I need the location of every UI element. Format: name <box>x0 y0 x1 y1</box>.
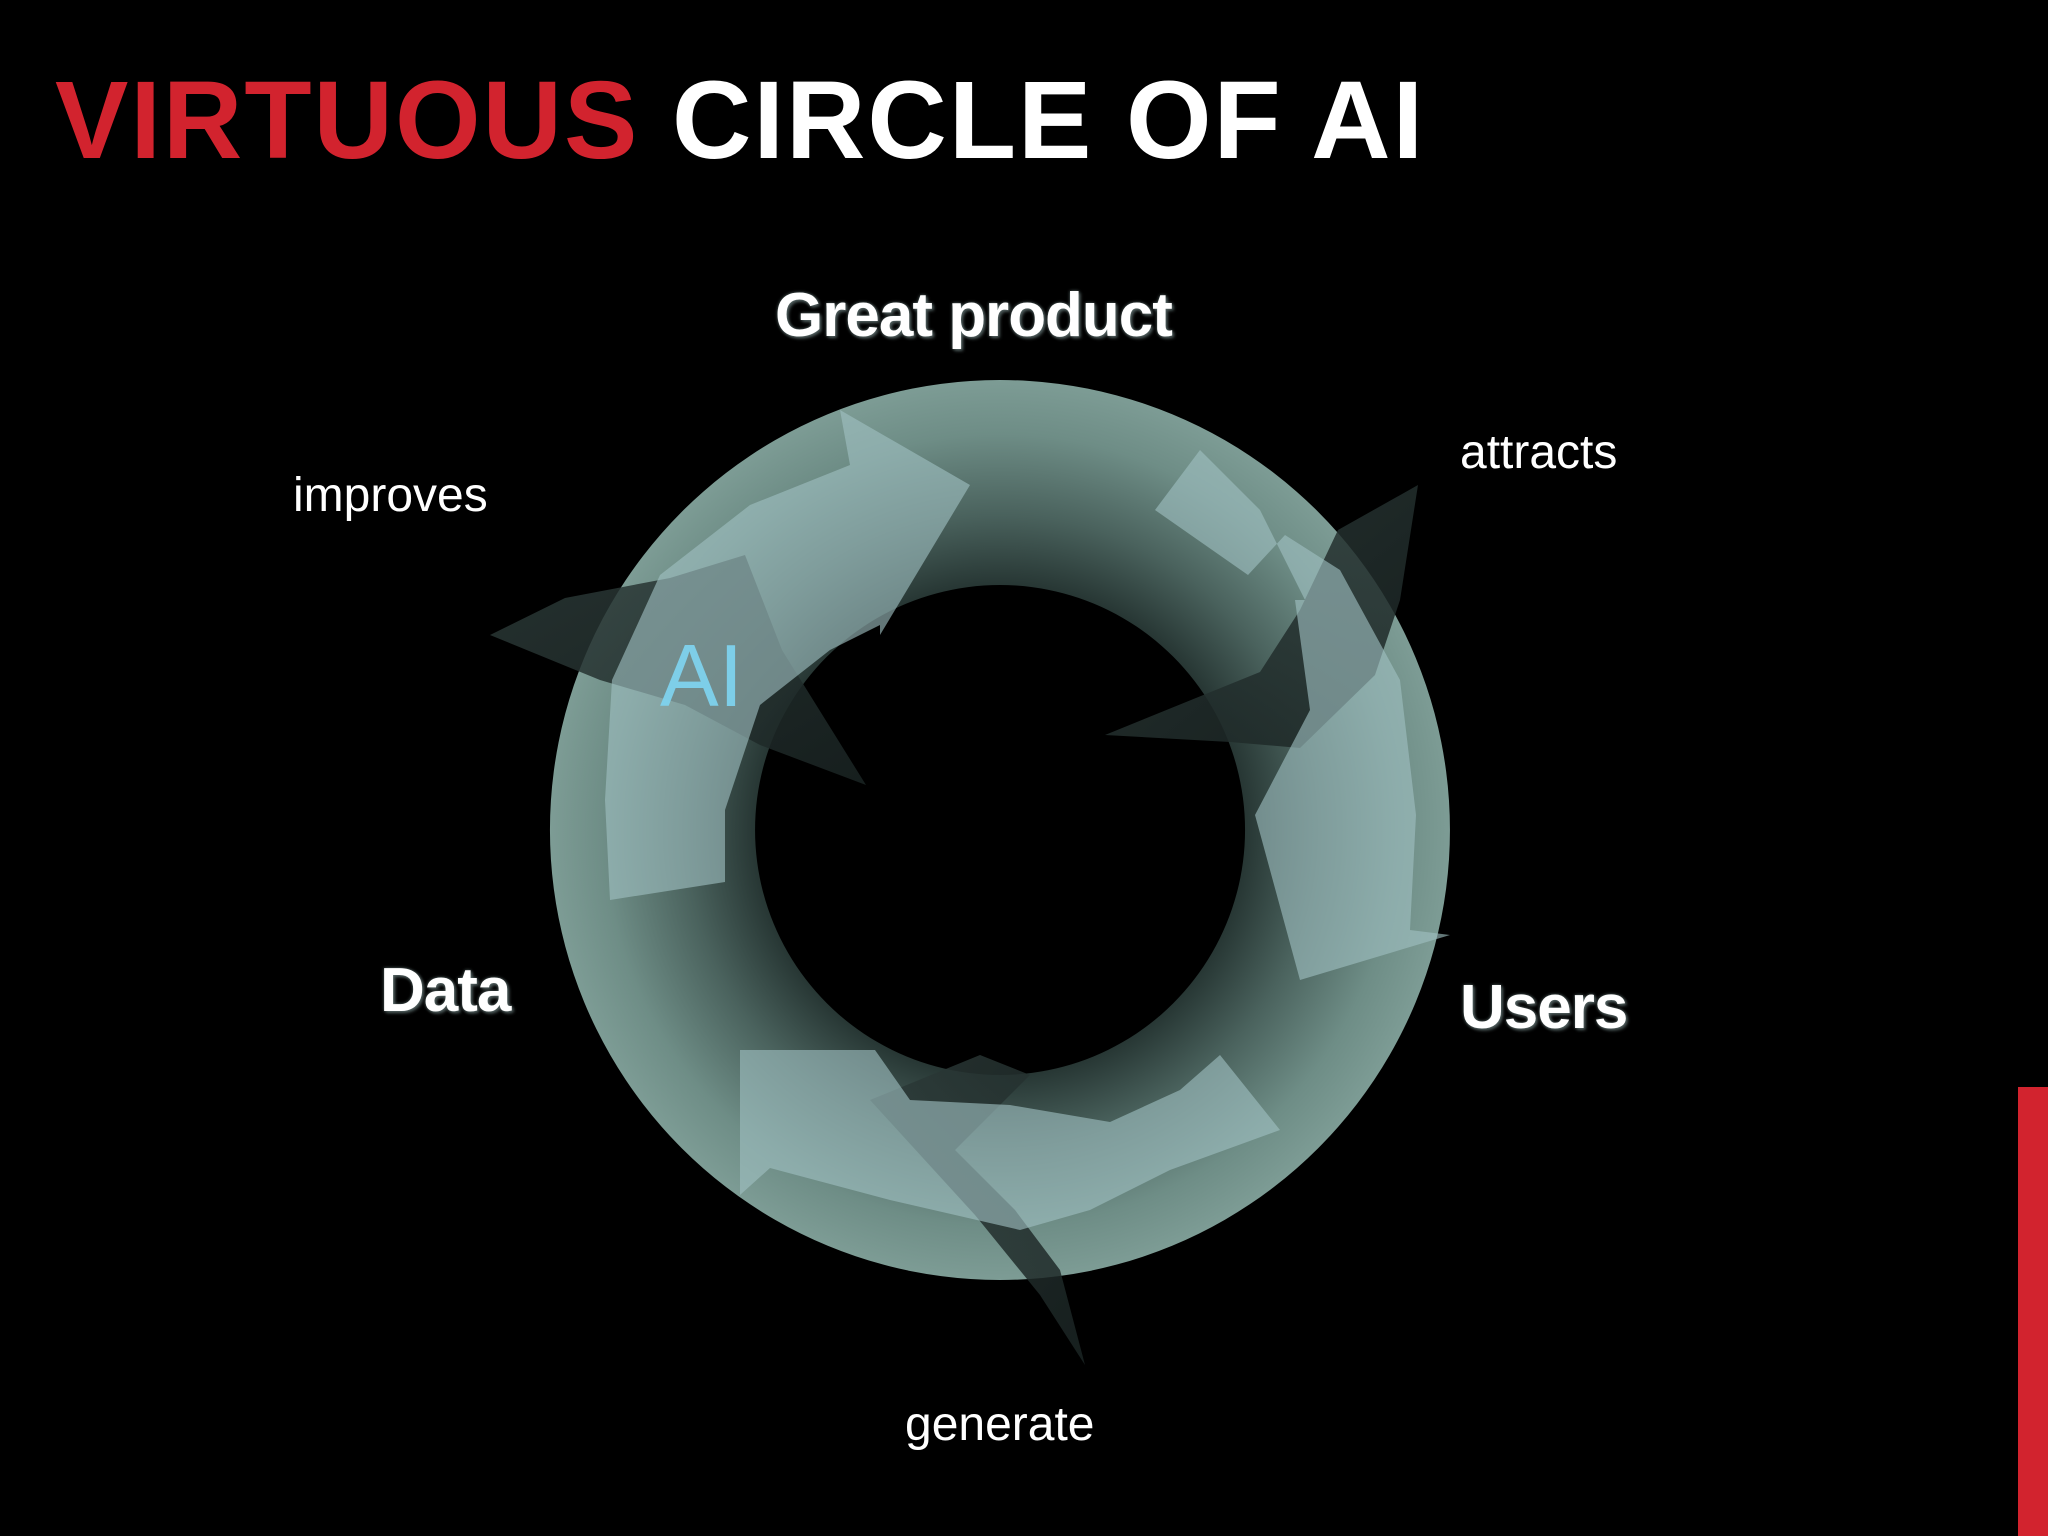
edge-label-attracts: attracts <box>1460 426 1618 479</box>
light-arrow-top <box>605 410 970 900</box>
slide-title: VIRTUOUS CIRCLE OF AI <box>55 60 1425 181</box>
node-data: Data <box>380 956 511 1025</box>
accent-bar <box>2018 1087 2048 1536</box>
center-ai-label: AI <box>660 626 744 725</box>
node-great-product: Great product <box>775 281 1173 350</box>
edge-label-generate: generate <box>905 1398 1095 1451</box>
node-users: Users <box>1460 973 1628 1042</box>
light-arrow-bottom <box>740 1050 1280 1230</box>
title-highlight: VIRTUOUS <box>55 59 640 182</box>
light-arrow-right <box>1155 450 1450 980</box>
edge-label-improves: improves <box>293 469 488 522</box>
title-rest: CIRCLE OF AI <box>671 59 1426 182</box>
